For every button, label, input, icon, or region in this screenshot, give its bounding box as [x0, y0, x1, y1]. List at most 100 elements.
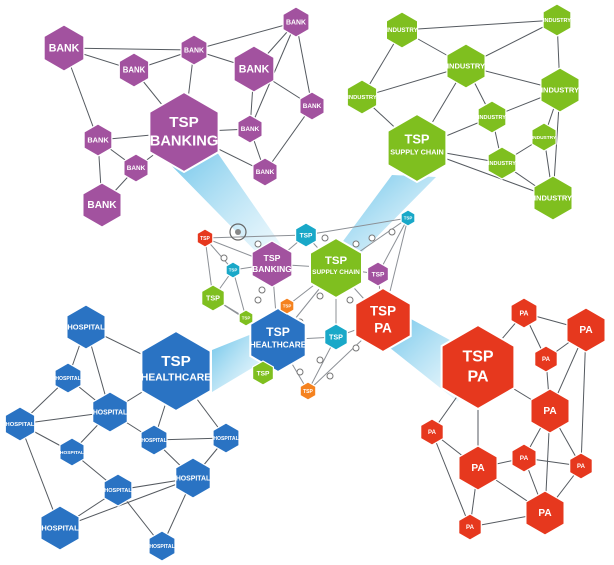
- edge: [431, 431, 471, 528]
- hospital-node: HOSPITAL: [103, 473, 133, 507]
- hospital-label: HOSPITAL: [55, 376, 80, 382]
- hexagon-shape: [140, 329, 212, 413]
- junction-dot: [352, 344, 360, 352]
- industry-label: INDUSTRY: [447, 61, 485, 70]
- industry-label: INDUSTRY: [534, 193, 572, 202]
- tsp-node: TSP: [238, 309, 254, 327]
- pa-node: PA: [525, 490, 565, 536]
- hexagon-shape: [569, 452, 593, 480]
- hexagon-shape: [252, 360, 274, 386]
- tsp-label: TSP: [283, 304, 292, 309]
- hexagon-shape: [82, 182, 122, 228]
- beam-banking: [164, 142, 286, 262]
- hexagon-shape: [446, 43, 486, 89]
- edge: [63, 47, 195, 51]
- junction-dot: [220, 254, 228, 262]
- edge: [305, 217, 409, 236]
- hexagon-shape: [201, 284, 225, 312]
- hospital-node: HOSPITAL: [92, 391, 128, 433]
- junction-dot: [296, 368, 304, 376]
- pa-label: PA: [466, 525, 475, 531]
- junction-dot: [352, 240, 360, 248]
- hexagon-shape: [54, 362, 82, 394]
- hospital-node: HOSPITAL: [59, 437, 85, 467]
- edge: [193, 21, 297, 51]
- hospital-node: HOSPITAL: [140, 424, 168, 456]
- bank-label: BANK: [286, 19, 306, 26]
- junction-dot: [346, 296, 354, 304]
- hexagon-shape: [566, 307, 606, 353]
- tsp-label: TSP: [303, 389, 313, 395]
- tsp-node: TSP: [295, 222, 317, 248]
- hospital-node: HOSPITAL: [148, 530, 176, 562]
- hexagon-shape: [225, 261, 241, 279]
- bank-node: BANK: [43, 24, 85, 72]
- pa-label: PA: [520, 455, 529, 462]
- bank-label: BANK: [184, 47, 204, 54]
- hospital-label: HOSPITAL: [176, 475, 210, 482]
- edge: [204, 234, 307, 239]
- pa-label: PA: [579, 325, 593, 336]
- bank-node: BANK: [123, 153, 149, 183]
- hexagon-shape: [238, 309, 254, 327]
- hexagon-shape: [299, 91, 325, 121]
- junction-dot: [316, 292, 324, 300]
- hexagon-shape: [530, 388, 570, 434]
- hexagon-shape: [279, 297, 295, 315]
- pa-node: PA: [566, 307, 606, 353]
- hexagon-shape: [196, 228, 214, 248]
- bank-node: BANK: [83, 123, 113, 157]
- hospital-node: HOSPITAL: [175, 457, 211, 499]
- bank-node: BANK: [252, 157, 278, 187]
- bank-label: BANK: [87, 200, 117, 211]
- industry-node: INDUSTRY: [477, 100, 507, 134]
- pa-label: PA: [428, 430, 437, 436]
- industry-hub-label: SUPPLY CHAIN: [312, 269, 360, 276]
- hexagon-shape: [525, 490, 565, 536]
- hospital-label: HOSPITAL: [93, 409, 127, 416]
- edge: [59, 477, 194, 529]
- hexagon-shape: [533, 175, 573, 221]
- industry-node: INDUSTRY: [385, 11, 419, 49]
- tsp-label: TSP: [257, 370, 270, 377]
- hospital-label: HOSPITAL: [41, 523, 79, 532]
- tsp-label: TSP: [372, 271, 385, 278]
- industry-label: INDUSTRY: [543, 18, 571, 24]
- hexagon-shape: [295, 222, 317, 248]
- tsp-label: TSP: [462, 349, 493, 366]
- hexagon-shape: [252, 157, 278, 187]
- pa-hub-label: PA: [374, 320, 392, 335]
- hexagon-shape: [487, 146, 517, 180]
- industry-node: INDUSTRY: [533, 175, 573, 221]
- tsp-node: TSP: [400, 209, 416, 227]
- hexagon-shape: [251, 240, 293, 288]
- hexagon-shape: [103, 473, 133, 507]
- industry-node: INDUSTRY: [542, 3, 572, 37]
- hexagon-shape: [66, 304, 106, 350]
- hospital-hub-label: HEALTHCARE: [250, 340, 307, 350]
- bank-label: BANK: [87, 135, 109, 144]
- bank-label: BANK: [303, 103, 322, 110]
- hexagon-shape: [309, 236, 363, 300]
- hexagon-shape: [440, 323, 516, 411]
- pa-node: PA: [510, 297, 538, 329]
- junction-dot: [316, 356, 324, 364]
- hospital-node: HOSPITAL: [40, 505, 80, 551]
- hexagon-shape: [477, 100, 507, 134]
- pa-label: PA: [542, 357, 551, 363]
- hexagon-shape: [299, 381, 317, 401]
- junction-dot: [258, 286, 266, 294]
- edge: [232, 269, 247, 319]
- tsp-node: TSP: [279, 297, 295, 315]
- industry-node: INDUSTRY: [346, 79, 378, 115]
- industry-label: INDUSTRY: [478, 115, 506, 121]
- tsp-node: TSP: [252, 360, 274, 386]
- hexagon-shape: [212, 422, 240, 454]
- hospital-label: HOSPITAL: [6, 422, 35, 428]
- hospital-label: HOSPITAL: [141, 438, 166, 444]
